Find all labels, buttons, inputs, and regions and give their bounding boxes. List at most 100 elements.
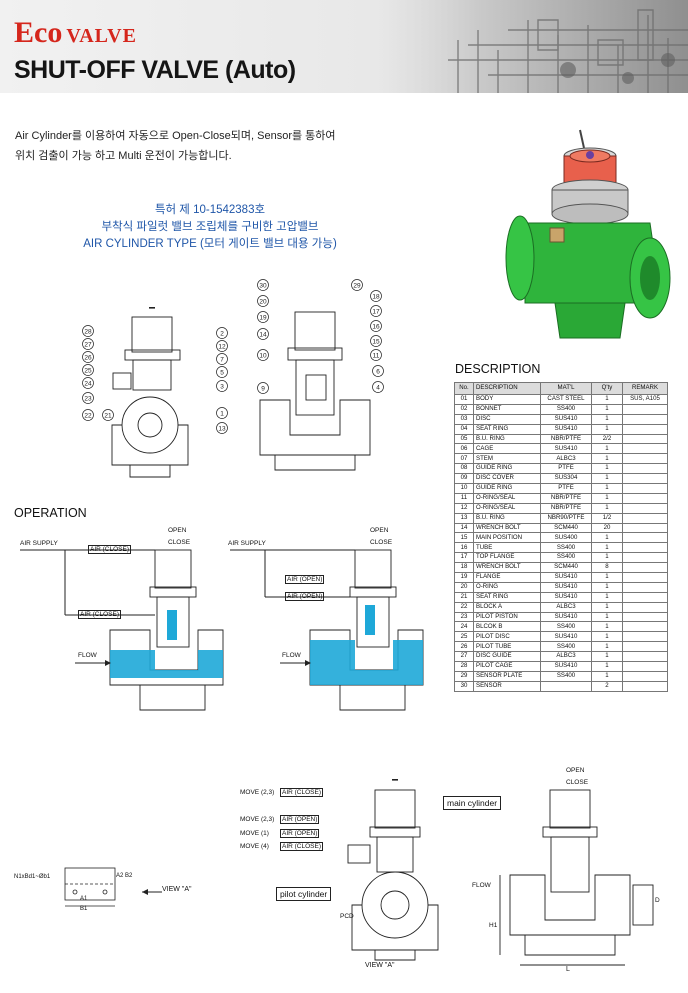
cell-no: 18: [454, 562, 474, 574]
dimension-view-a-small: [64, 867, 116, 907]
callout-number: 10: [259, 352, 267, 359]
callout-circle: [257, 382, 269, 394]
callout-number: 20: [259, 298, 267, 305]
callout-circle: [216, 422, 228, 434]
cell-description: WRENCH BOLT: [473, 522, 541, 534]
cell-no: 14: [454, 522, 474, 534]
callout-number: 18: [372, 293, 380, 300]
cell-remark: [622, 502, 668, 514]
callout-circle: [82, 364, 94, 376]
dim-l-label: L: [566, 966, 570, 973]
cell-description: B.U. RING: [473, 433, 541, 445]
cell-remark: [622, 591, 668, 603]
cell-description: PILOT CAGE: [473, 661, 541, 672]
callout-circle: [82, 392, 94, 404]
cell-remark: [622, 562, 668, 574]
intro-line-1: Air Cylinder를 이용하여 자동으로 Open-Close되며, Se…: [15, 130, 336, 142]
cell-no: 25: [454, 631, 474, 643]
air-open-label-3: AIR (OPEN): [280, 815, 320, 824]
callout-number: 16: [372, 323, 380, 330]
cell-material: SUS410: [540, 581, 592, 593]
operation-closed-drawing: [20, 549, 224, 711]
air-open-label-4: AIR (OPEN): [280, 829, 320, 838]
callout-circle: [82, 409, 94, 421]
cell-remark: [622, 532, 668, 544]
cell-material: ALBC3: [540, 601, 592, 613]
callout-circle: [370, 349, 382, 361]
cell-remark: SUS, A105: [622, 394, 668, 405]
cell-material: NBR/PTFE: [540, 492, 592, 504]
callout-number: 19: [259, 314, 267, 321]
callout-number: 28: [84, 328, 92, 335]
cell-material: NBR90/PTFE: [540, 512, 592, 524]
cell-material: SUS410: [540, 413, 592, 425]
cell-material: SS400: [540, 403, 592, 415]
cell-remark: [622, 601, 668, 613]
air-supply-label-2: AIR SUPPLY: [228, 540, 266, 547]
cell-description: SEAT RING: [473, 423, 541, 435]
callout-circle: [257, 328, 269, 340]
callout-number: 12: [218, 343, 226, 350]
cell-material: SCM440: [540, 562, 592, 574]
cell-remark: [622, 512, 668, 524]
cell-qty: 1: [591, 661, 623, 672]
callout-number: 2: [220, 330, 224, 337]
move-4-label: MOVE (4): [240, 843, 269, 850]
valve-drawing-front: [111, 307, 189, 478]
cell-material: SUS410: [540, 423, 592, 435]
cell-description: DISC COVER: [473, 473, 541, 485]
cell-qty: 1: [591, 641, 623, 653]
cell-qty: 1: [591, 591, 623, 603]
cell-material: ALBC3: [540, 453, 592, 465]
patent-note: 특허 제 10-1542383호 부착식 파일럿 밸브 조립체를 구비한 고압밸…: [40, 202, 380, 253]
callout-number: 15: [372, 338, 380, 345]
cell-qty: 1: [591, 631, 623, 643]
flow-label-3: FLOW: [472, 882, 491, 889]
col-description: DESCRIPTION: [473, 382, 541, 395]
cell-material: SUS410: [540, 631, 592, 643]
cell-description: PILOT DISC: [473, 631, 541, 643]
cell-remark: [622, 641, 668, 653]
cell-material: [540, 680, 592, 692]
cell-material: SS400: [540, 552, 592, 564]
view-a-label-2: VIEW "A": [365, 962, 395, 969]
cell-description: DISC GUIDE: [473, 651, 541, 663]
cell-qty: 1: [591, 670, 623, 682]
cell-description: WRENCH BOLT: [473, 562, 541, 574]
cell-material: SUS410: [540, 443, 592, 455]
cell-description: O-RING: [473, 581, 541, 593]
operation-open-drawing: [230, 549, 424, 711]
cell-material: SUS410: [540, 572, 592, 583]
callout-circle: [82, 351, 94, 363]
cell-qty: 1: [591, 572, 623, 583]
cell-no: 24: [454, 621, 474, 633]
close-label-1: CLOSE: [168, 539, 191, 546]
cell-description: MAIN POSITION: [473, 532, 541, 544]
cell-remark: [622, 413, 668, 425]
patent-line-2: 부착식 파일럿 밸브 조립체를 구비한 고압밸브: [101, 221, 319, 233]
intro-text: Air Cylinder를 이용하여 자동으로 Open-Close되며, Se…: [15, 126, 336, 166]
cell-material: SUS410: [540, 611, 592, 623]
cell-no: 21: [454, 591, 474, 603]
cell-no: 02: [454, 403, 474, 415]
cell-material: SUS304: [540, 473, 592, 485]
callout-circle: [370, 305, 382, 317]
air-supply-label-1: AIR SUPPLY: [20, 540, 58, 547]
cell-no: 06: [454, 443, 474, 455]
cell-remark: [622, 443, 668, 455]
cell-remark: [622, 473, 668, 485]
cell-no: 23: [454, 611, 474, 623]
